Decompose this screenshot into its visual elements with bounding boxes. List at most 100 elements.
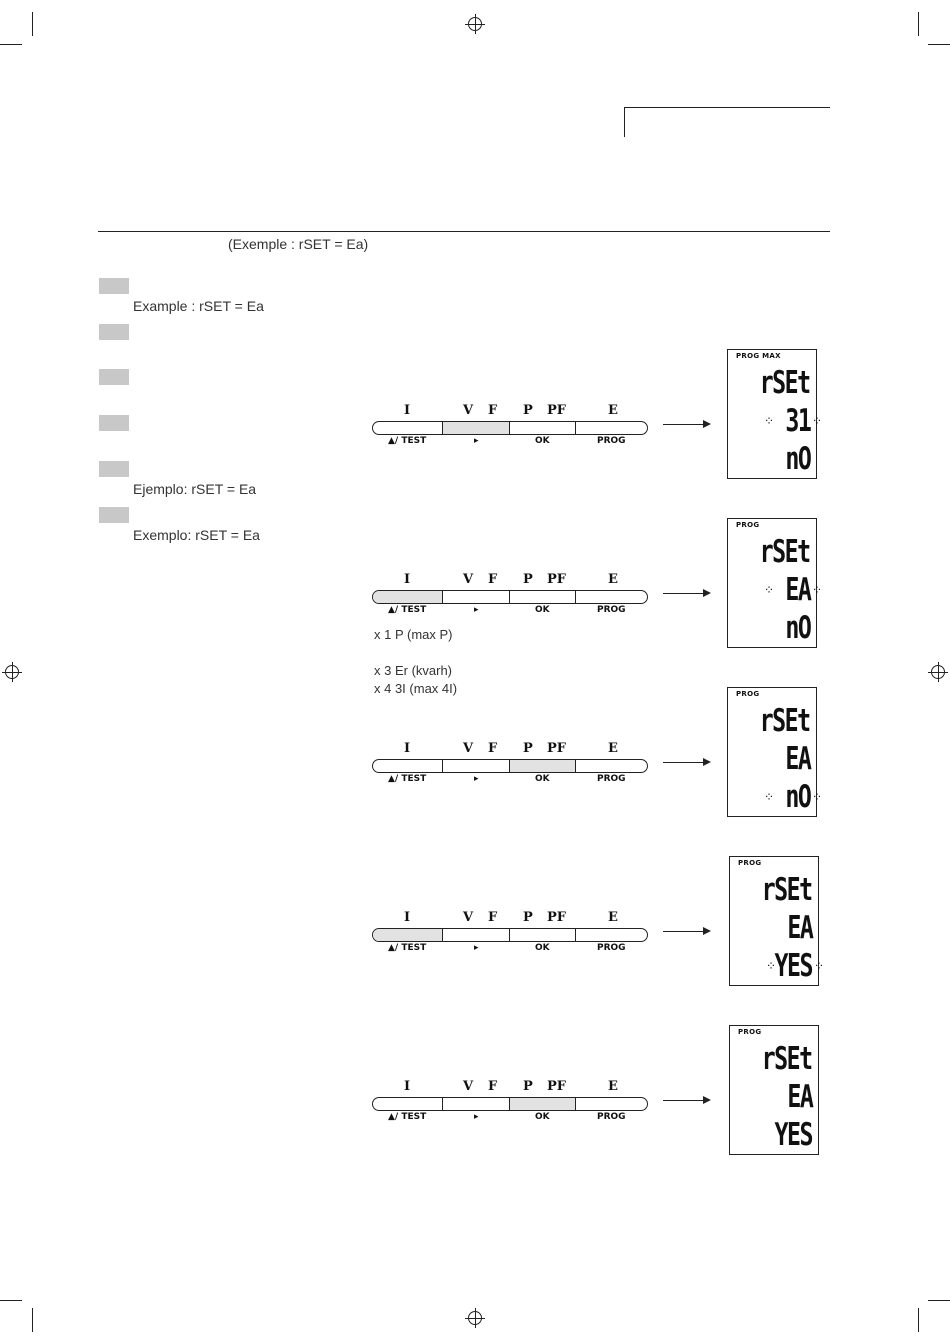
key-label-f: F — [488, 572, 498, 587]
section-rule — [98, 231, 830, 232]
key-sub-prog: PROG — [597, 943, 626, 953]
key-p — [510, 591, 576, 603]
lcd-row2: EA — [787, 1079, 814, 1115]
key-vf — [443, 760, 510, 772]
registration-mark-icon — [465, 14, 485, 34]
key-sub-ok: OK — [535, 943, 550, 953]
key-label-i: I — [404, 1079, 411, 1094]
crop-mark — [928, 44, 950, 46]
key-sub-prog: PROG — [597, 1112, 626, 1122]
step-text: Example : rSET = Ea — [133, 298, 264, 314]
arrow-right-icon — [663, 420, 711, 428]
key-sub-test: ▲/ TEST — [388, 1112, 427, 1122]
key-label-f: F — [488, 741, 498, 756]
step-badge — [99, 278, 129, 294]
key-e — [576, 760, 647, 772]
key-i-pressed — [373, 929, 443, 941]
key-label-e: E — [608, 741, 618, 756]
key-label-p: P — [523, 741, 533, 756]
key-sub-test: ▲/ TEST — [388, 605, 427, 615]
arrow-right-icon — [663, 1096, 711, 1104]
lcd-row1: rSEt — [760, 365, 811, 401]
keypad-bar — [372, 928, 648, 942]
key-label-pf: PF — [547, 572, 567, 587]
key-e — [576, 929, 647, 941]
key-label-p: P — [523, 910, 533, 925]
key-label-f: F — [488, 403, 498, 418]
key-label-i: I — [404, 572, 411, 587]
blink-icon: ⁘ — [811, 414, 822, 428]
crop-mark — [0, 1300, 22, 1302]
key-label-v: V — [463, 910, 474, 925]
lcd-row2: EA — [787, 910, 814, 946]
header-example: (Exemple : rSET = Ea) — [228, 236, 369, 252]
step-text: Ejemplo: rSET = Ea — [133, 481, 257, 497]
key-sub-test: ▲/ TEST — [388, 943, 427, 953]
key-e — [576, 422, 647, 434]
key-sub-arrow: ▸ — [474, 1112, 479, 1122]
crop-mark — [928, 1300, 950, 1302]
key-sub-prog: PROG — [597, 774, 626, 784]
header-tab-line — [624, 107, 830, 109]
key-sub-ok: OK — [535, 774, 550, 784]
lcd-row2: EA — [785, 741, 812, 777]
key-sub-arrow: ▸ — [474, 436, 479, 446]
crop-mark — [918, 12, 920, 36]
step-badge — [99, 461, 129, 477]
blink-icon: ⁘ — [764, 790, 775, 804]
key-label-pf: PF — [547, 910, 567, 925]
arrow-right-icon — [663, 927, 711, 935]
lcd-row3: nO — [785, 441, 812, 477]
key-vf — [443, 591, 510, 603]
key-label-v: V — [463, 403, 474, 418]
key-vf — [443, 1098, 510, 1110]
lcd-indicator: PROG MAX — [736, 352, 781, 360]
key-i — [373, 422, 443, 434]
key-i-pressed — [373, 591, 443, 603]
key-label-v: V — [463, 572, 474, 587]
keypad-bar — [372, 759, 648, 773]
key-i — [373, 1098, 443, 1110]
step-badge — [99, 507, 129, 523]
key-label-i: I — [404, 403, 411, 418]
step-text: Exemplo: rSET = Ea — [133, 527, 260, 543]
key-label-f: F — [488, 910, 498, 925]
key-sub-prog: PROG — [597, 436, 626, 446]
blink-icon: ⁘ — [811, 790, 822, 804]
registration-mark-icon — [2, 662, 22, 682]
crop-mark — [0, 44, 22, 46]
step-badge — [99, 415, 129, 431]
lcd-row1: rSEt — [760, 703, 811, 739]
lcd-indicator: PROG — [738, 859, 762, 867]
key-label-v: V — [463, 741, 474, 756]
lcd-row2: 31 — [785, 403, 812, 439]
key-label-f: F — [488, 1079, 498, 1094]
lcd-row1: rSEt — [760, 534, 811, 570]
key-e — [576, 591, 647, 603]
arrow-right-icon — [663, 758, 711, 766]
crop-mark — [32, 12, 34, 36]
key-sub-arrow: ▸ — [474, 605, 479, 615]
key-sub-ok: OK — [535, 1112, 550, 1122]
key-label-p: P — [523, 572, 533, 587]
blink-icon: ⁘ — [813, 959, 824, 973]
blink-icon: ⁘ — [766, 959, 777, 973]
key-label-pf: PF — [547, 1079, 567, 1094]
keypad-bar — [372, 1097, 648, 1111]
key-sub-ok: OK — [535, 436, 550, 446]
note-line: x 3 Er (kvarh) — [374, 663, 453, 678]
key-label-e: E — [608, 910, 618, 925]
key-sub-ok: OK — [535, 605, 550, 615]
lcd-indicator: PROG — [736, 690, 760, 698]
blink-icon: ⁘ — [764, 414, 775, 428]
crop-mark — [918, 1308, 920, 1332]
